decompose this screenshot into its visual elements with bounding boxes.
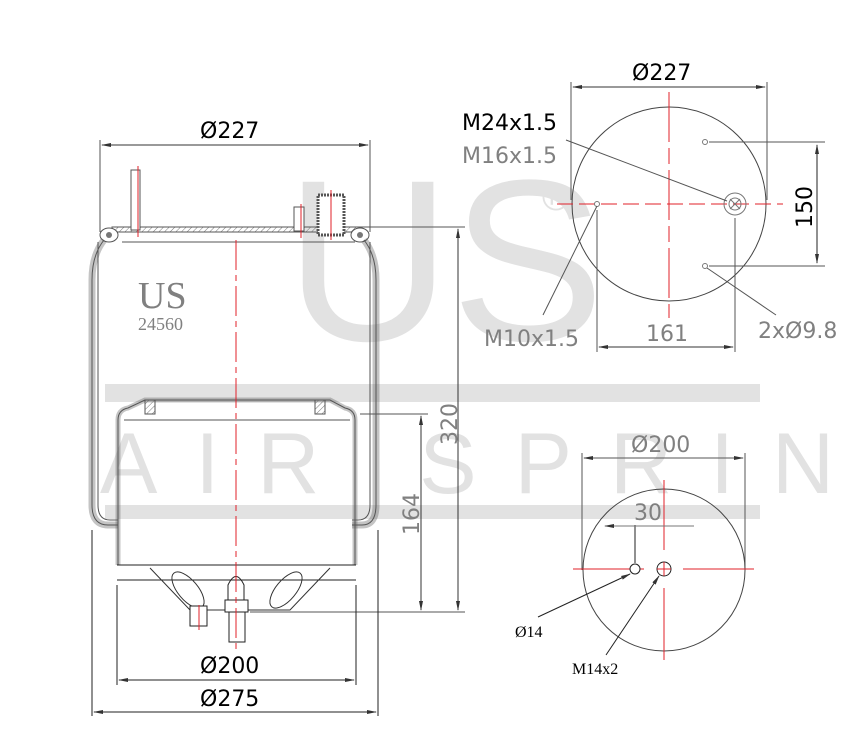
air-connection-alt-label: M16x1.5 <box>462 144 557 169</box>
bottom-offset: 30 <box>634 501 662 526</box>
watermark-brand: US <box>285 132 605 389</box>
stud-thread-label: M10x1.5 <box>484 327 579 352</box>
air-connection-label: M24x1.5 <box>462 111 557 136</box>
top-plate-view: Ø227 M24x1.5 M16x1.5 M10x1.5 161 150 2xØ… <box>462 61 837 352</box>
bolt-thread-label: M14x2 <box>572 661 618 678</box>
watermark-bar-bottom <box>105 505 760 519</box>
side-max-diameter: Ø275 <box>200 687 259 712</box>
watermark-subtitle: AIR SPRING <box>100 416 850 512</box>
watermark: US ® AIR SPRING <box>100 132 850 519</box>
bottom-plate-view: Ø200 30 Ø14 M14x2 <box>515 433 754 678</box>
hole-spacing-vertical: 150 <box>793 186 818 228</box>
side-height: 320 <box>438 403 463 445</box>
part-number-label: 24560 <box>138 314 183 334</box>
side-piston-height: 164 <box>400 493 425 535</box>
pin-hole-label: Ø14 <box>515 624 543 641</box>
registered-mark: ® <box>542 177 570 219</box>
side-piston-diameter: Ø200 <box>200 654 259 679</box>
side-view: Ø227 <box>88 119 465 716</box>
hole-spacing-horizontal: 161 <box>646 322 688 347</box>
part-brand-label: US <box>138 275 187 317</box>
holes-label: 2xØ9.8 <box>758 319 837 344</box>
bottom-plate-diameter: Ø200 <box>631 433 690 458</box>
side-top-diameter: Ø227 <box>200 119 259 144</box>
top-plate-diameter: Ø227 <box>632 61 691 86</box>
watermark-bar-top <box>105 384 760 402</box>
